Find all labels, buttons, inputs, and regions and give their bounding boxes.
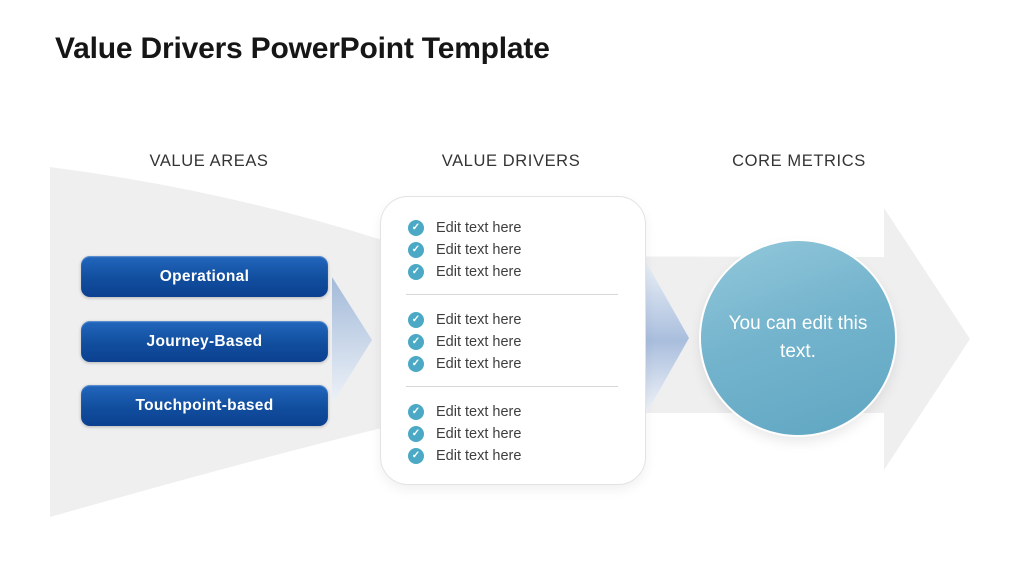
check-icon: ✓ <box>408 242 424 258</box>
check-icon: ✓ <box>408 448 424 464</box>
driver-item[interactable]: ✓ Edit text here <box>408 217 645 239</box>
driver-item[interactable]: ✓ Edit text here <box>408 239 645 261</box>
chevron-right-icon <box>332 277 372 404</box>
driver-item[interactable]: ✓ Edit text here <box>408 445 645 467</box>
driver-item-label: Edit text here <box>436 404 522 420</box>
driver-item-label: Edit text here <box>436 220 522 236</box>
driver-item[interactable]: ✓ Edit text here <box>408 423 645 445</box>
group-divider <box>406 386 618 387</box>
driver-item-label: Edit text here <box>436 356 522 372</box>
driver-item[interactable]: ✓ Edit text here <box>408 331 645 353</box>
driver-item-label: Edit text here <box>436 426 522 442</box>
group-divider <box>406 294 618 295</box>
driver-item[interactable]: ✓ Edit text here <box>408 261 645 283</box>
value-area-button-journey-based[interactable]: Journey-Based <box>81 321 328 362</box>
page-title: Value Drivers PowerPoint Template <box>55 32 550 65</box>
value-drivers-card: ✓ Edit text here ✓ Edit text here ✓ Edit… <box>380 196 646 485</box>
core-metric-text: You can edit this text. <box>728 312 868 363</box>
driver-item-label: Edit text here <box>436 264 522 280</box>
check-icon: ✓ <box>408 356 424 372</box>
check-icon: ✓ <box>408 426 424 442</box>
column-header-value-drivers: VALUE DRIVERS <box>441 152 581 170</box>
driver-item-label: Edit text here <box>436 242 522 258</box>
check-icon: ✓ <box>408 264 424 280</box>
driver-item-label: Edit text here <box>436 334 522 350</box>
value-area-button-touchpoint-based[interactable]: Touchpoint-based <box>81 385 328 426</box>
value-area-button-operational[interactable]: Operational <box>81 256 328 297</box>
chevron-right-icon <box>646 262 689 414</box>
driver-item-label: Edit text here <box>436 312 522 328</box>
column-header-value-areas: VALUE AREAS <box>149 152 269 170</box>
check-icon: ✓ <box>408 334 424 350</box>
check-icon: ✓ <box>408 404 424 420</box>
driver-item-label: Edit text here <box>436 448 522 464</box>
column-header-core-metrics: CORE METRICS <box>732 152 866 170</box>
core-metric-circle[interactable]: You can edit this text. <box>701 241 895 435</box>
check-icon: ✓ <box>408 312 424 328</box>
check-icon: ✓ <box>408 220 424 236</box>
driver-item[interactable]: ✓ Edit text here <box>408 353 645 375</box>
driver-item[interactable]: ✓ Edit text here <box>408 401 645 423</box>
driver-item[interactable]: ✓ Edit text here <box>408 309 645 331</box>
